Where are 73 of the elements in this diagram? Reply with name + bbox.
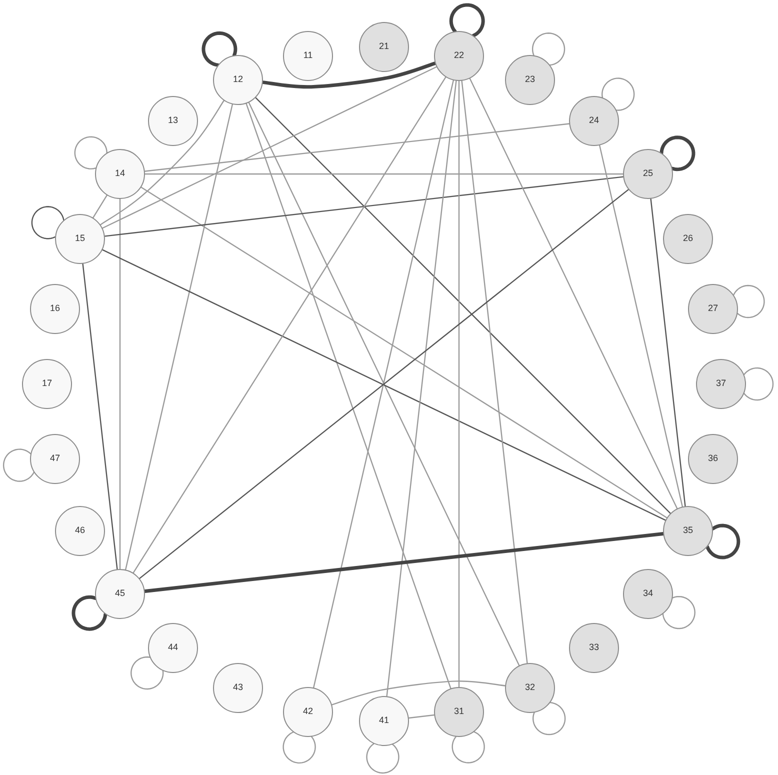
self-loop (532, 32, 566, 66)
node-circle: 22 (434, 31, 484, 81)
connector-line (313, 80, 454, 688)
connector-line (261, 62, 437, 89)
connector-line (100, 100, 224, 226)
node-circle: 32 (505, 663, 555, 713)
connector-line (386, 80, 457, 697)
self-loop (74, 136, 108, 170)
connector-line (144, 173, 624, 175)
self-loop (744, 367, 774, 401)
node-circle: 12 (213, 55, 263, 105)
self-loop (532, 702, 566, 736)
node-circle: 44 (148, 623, 198, 673)
connector-line (92, 194, 108, 218)
connector-line (248, 102, 520, 666)
node-circle: 24 (569, 96, 619, 146)
self-loop (706, 524, 740, 560)
node-circle: 14 (95, 149, 145, 199)
node-circle: 35 (663, 506, 713, 556)
connector-line (125, 104, 233, 570)
node-circle: 23 (505, 55, 555, 105)
connector-line (143, 532, 665, 593)
self-loop (130, 656, 164, 690)
node-circle: 13 (148, 96, 198, 146)
connector-line (138, 188, 630, 580)
connector-line (144, 123, 570, 172)
self-loop (202, 31, 238, 67)
node-circle: 27 (688, 284, 738, 334)
node-circle: 45 (95, 569, 145, 619)
node-circle: 26 (663, 214, 713, 264)
self-loop (31, 206, 64, 240)
node-circle: 34 (623, 569, 673, 619)
self-loop (662, 596, 696, 630)
connector-line (650, 198, 686, 507)
node-circle: 17 (22, 359, 72, 409)
node-circle: 42 (283, 687, 333, 737)
self-loop (733, 284, 765, 318)
node-circle: 43 (213, 663, 263, 713)
connector-line (119, 198, 121, 570)
node-circle: 15 (55, 214, 105, 264)
connector-line (461, 80, 528, 664)
node-circle: 21 (359, 22, 409, 72)
node-circle: 16 (30, 284, 80, 334)
node-circle: 37 (696, 359, 746, 409)
connector-line (246, 103, 452, 689)
self-loop (366, 743, 400, 774)
node-circle: 41 (359, 696, 409, 746)
connector-line (102, 66, 438, 229)
connector-line (469, 78, 678, 510)
self-loop (452, 731, 485, 764)
self-loop (660, 136, 696, 172)
connector-line (102, 249, 666, 521)
node-circle: 46 (55, 506, 105, 556)
self-loop (72, 595, 108, 631)
node-circle: 33 (569, 623, 619, 673)
connector-line (132, 76, 446, 574)
connector-line (408, 714, 435, 719)
connector-line (82, 263, 118, 570)
self-loop (282, 732, 316, 764)
node-circle: 25 (623, 149, 673, 199)
connector-line (255, 97, 671, 514)
self-loop (602, 78, 635, 111)
self-loop (449, 3, 485, 38)
node-circle: 31 (434, 687, 484, 737)
connector-line (458, 80, 460, 688)
connector-line (599, 144, 683, 508)
connector-line (104, 176, 624, 237)
connector-line (140, 186, 668, 518)
node-circle: 11 (283, 31, 333, 81)
node-circle: 47 (30, 434, 80, 484)
connector-line (331, 680, 506, 706)
node-circle: 36 (688, 434, 738, 484)
self-loop (2, 448, 34, 482)
